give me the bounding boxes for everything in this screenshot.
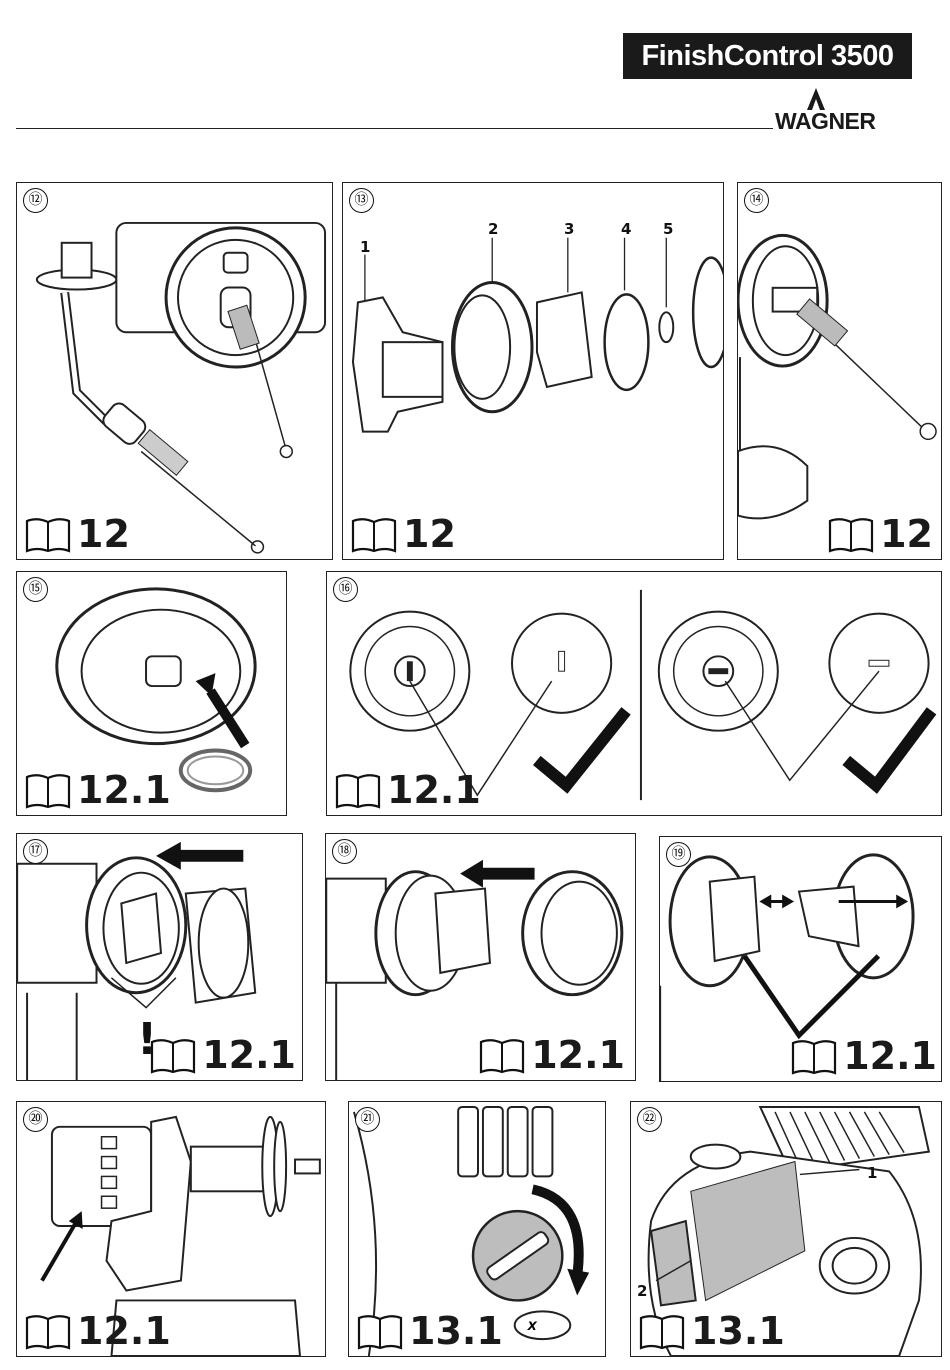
open-book-icon — [357, 1315, 403, 1350]
manual-reference: 13.1 — [357, 1312, 503, 1350]
panel-17: ⑰ ! 12.1 — [16, 833, 303, 1081]
manual-reference: 12.1 — [479, 1036, 625, 1074]
manual-reference: 12 — [25, 515, 130, 553]
step-number: ⑫ — [23, 188, 48, 213]
air-control-dial-illustration: X — [349, 1102, 605, 1356]
cleaning-illustration — [35, 221, 327, 554]
manual-section: 12 — [403, 512, 456, 556]
open-book-icon — [829, 518, 874, 553]
open-book-icon — [639, 1315, 685, 1350]
manual-reference: 12.1 — [150, 1036, 296, 1074]
manual-section: 12.1 — [77, 768, 171, 812]
callout-2: 2 — [637, 1282, 648, 1300]
manual-section: 12 — [880, 512, 933, 556]
panel-14: ⑭ 12 — [737, 182, 942, 560]
manual-section: 12.1 — [77, 1309, 171, 1353]
step-number: ⑰ — [23, 839, 48, 864]
part-label-5: 5 — [663, 220, 674, 238]
panel-16: ⑯ 12.1 — [326, 571, 942, 816]
open-book-icon — [151, 1039, 196, 1074]
air-cap-alignment-illustration — [660, 853, 915, 1081]
step-number: ⑳ — [23, 1107, 48, 1132]
wagner-logo-icon — [807, 88, 825, 110]
nozzle-orientation-illustration — [349, 589, 937, 801]
step-number: ⑲ — [666, 842, 691, 867]
part-label-3: 3 — [564, 220, 575, 238]
step-number: ⑬ — [349, 188, 374, 213]
panel-21: ㉑ X 13.1 — [348, 1101, 606, 1357]
panel-19: ⑲ 12.1 — [659, 836, 942, 1082]
panel-13: ⑬ 1 2 3 4 5 12 — [342, 182, 724, 560]
panel-15: ⑮ 12.1 — [16, 571, 287, 816]
open-book-icon — [25, 1315, 71, 1350]
step-number: ⑱ — [332, 839, 357, 864]
manual-section: 12.1 — [202, 1033, 296, 1077]
front-end-assembly-illustration — [40, 1115, 321, 1356]
manual-reference: 12.1 — [25, 1312, 171, 1350]
manual-section: 12.1 — [387, 768, 481, 812]
manual-section: 12.1 — [843, 1034, 937, 1078]
part-label-2: 2 — [488, 220, 499, 238]
manual-section: 13.1 — [409, 1309, 503, 1353]
open-book-icon — [25, 774, 71, 809]
step-number: ㉑ — [355, 1107, 380, 1132]
manual-reference: 12.1 — [791, 1037, 937, 1075]
open-book-icon — [25, 518, 71, 553]
part-label-4: 4 — [621, 220, 632, 238]
cleaning-nozzle-illustration — [738, 233, 937, 520]
panel-12: ⑫ 12 — [16, 182, 333, 560]
header-rule — [16, 128, 773, 129]
manual-section: 12 — [77, 512, 130, 556]
svg-text:X: X — [527, 1319, 538, 1333]
seal-insertion-illustration — [55, 587, 257, 793]
air-cap-mounting-illustration — [17, 841, 257, 1080]
panel-18: ⑱ 12.1 — [325, 833, 636, 1081]
panel-22: ㉒ 1 2 13.1 — [630, 1101, 942, 1357]
exploded-parts-illustration — [351, 237, 723, 433]
open-book-icon — [351, 518, 397, 553]
open-book-icon — [480, 1039, 525, 1074]
housing-filter-illustration — [647, 1105, 931, 1356]
union-nut-illustration — [326, 859, 624, 1080]
open-book-icon — [792, 1040, 837, 1075]
manual-section: 12.1 — [531, 1033, 625, 1077]
panel-20: ⑳ 12.1 — [16, 1101, 326, 1357]
step-number: ⑮ — [23, 577, 48, 602]
callout-1: 1 — [867, 1164, 878, 1182]
manual-reference: 12 — [351, 515, 456, 553]
product-title: FinishControl 3500 — [623, 33, 912, 79]
step-number: ⑭ — [744, 188, 769, 213]
checkmark-icon — [532, 707, 631, 794]
manual-reference: 13.1 — [639, 1312, 785, 1350]
part-label-1: 1 — [360, 238, 371, 256]
step-number: ⑯ — [333, 577, 358, 602]
manual-reference: 12.1 — [335, 771, 481, 809]
manual-reference: 12 — [828, 515, 933, 553]
manual-section: 13.1 — [691, 1309, 785, 1353]
step-number: ㉒ — [637, 1107, 662, 1132]
open-book-icon — [335, 774, 381, 809]
brand-logo: WAGNER — [775, 108, 876, 134]
manual-reference: 12.1 — [25, 771, 171, 809]
